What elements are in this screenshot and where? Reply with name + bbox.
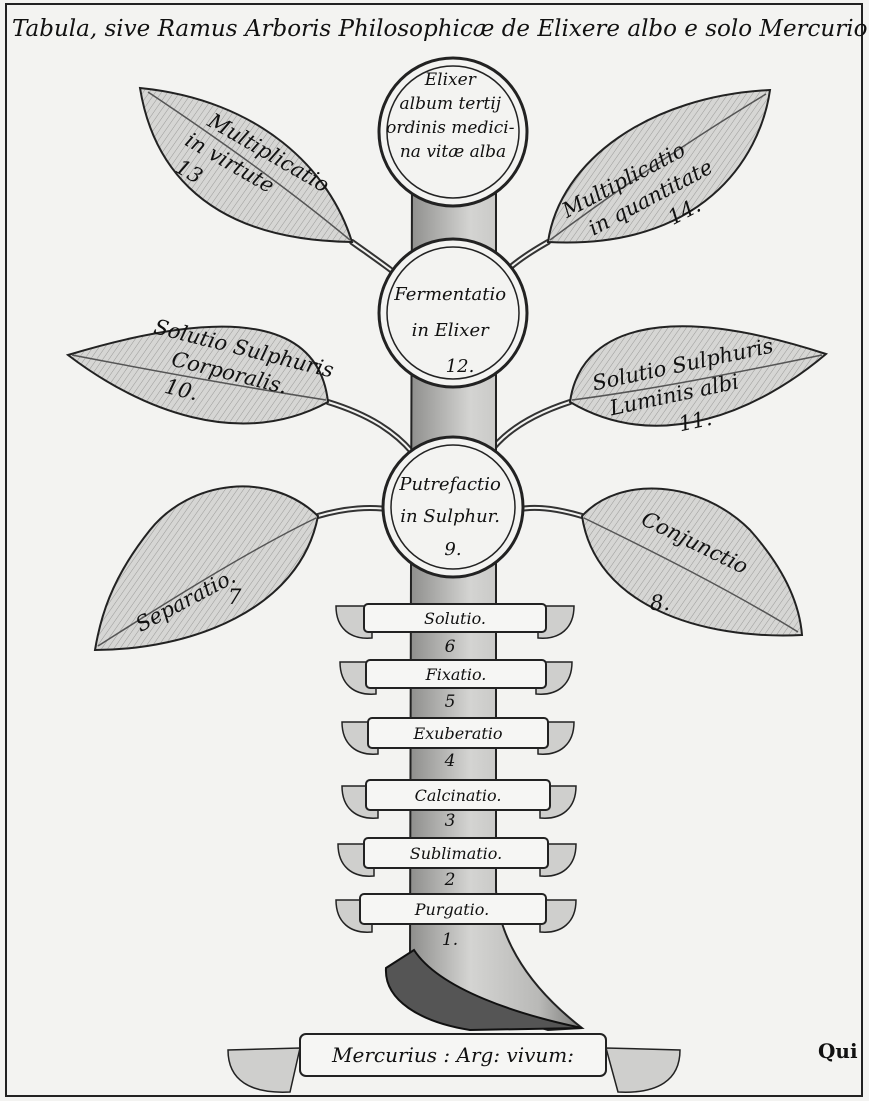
plate-title: Tabula, sive Ramus Arboris Philosophicæ … [12,16,869,42]
node-9-line-2: in Sulphur. [400,506,500,527]
node-elixer-line-3: ordinis medici- [386,118,515,138]
node-12-line-1: Fermentatio [393,284,506,305]
step-1-label: Purgatio. [414,900,489,919]
base-label: Mercurius : Arg: vivum: [331,1043,574,1067]
leaf-7-number: 7 [228,585,242,609]
node-elixer-line-1: Elixer [424,70,477,90]
node-elixer-line-2: album tertij [400,94,502,114]
step-2-label: Sublimatio. [410,844,502,863]
node-12-line-2: in Elixer [412,320,491,341]
node-12-number: 12. [446,356,475,377]
step-3-number: 3 [445,811,456,831]
step-3-label: Calcinatio. [415,786,502,805]
step-6-label: Solutio. [424,609,486,628]
node-elixer-album: Elixer album tertij ordinis medici- na v… [379,58,527,206]
step-4-label: Exuberatio [412,724,502,743]
node-9-line-1: Putrefactio [398,474,501,495]
step-4-number: 4 [444,751,456,771]
leaf-8-number: 8. [650,591,670,615]
step-2-number: 2 [444,870,456,890]
node-9-number: 9. [444,539,461,560]
catchword: Qui [818,1039,858,1063]
step-1-number: 1. [442,930,458,950]
node-putrefactio: Putrefactio in Sulphur. 9. [383,437,523,577]
step-5-number: 5 [445,692,456,712]
step-5-label: Fixatio. [425,665,487,684]
node-fermentatio: Fermentatio in Elixer 12. [379,239,527,387]
step-6-number: 6 [445,637,456,657]
node-elixer-line-4: na vitæ alba [400,142,506,162]
